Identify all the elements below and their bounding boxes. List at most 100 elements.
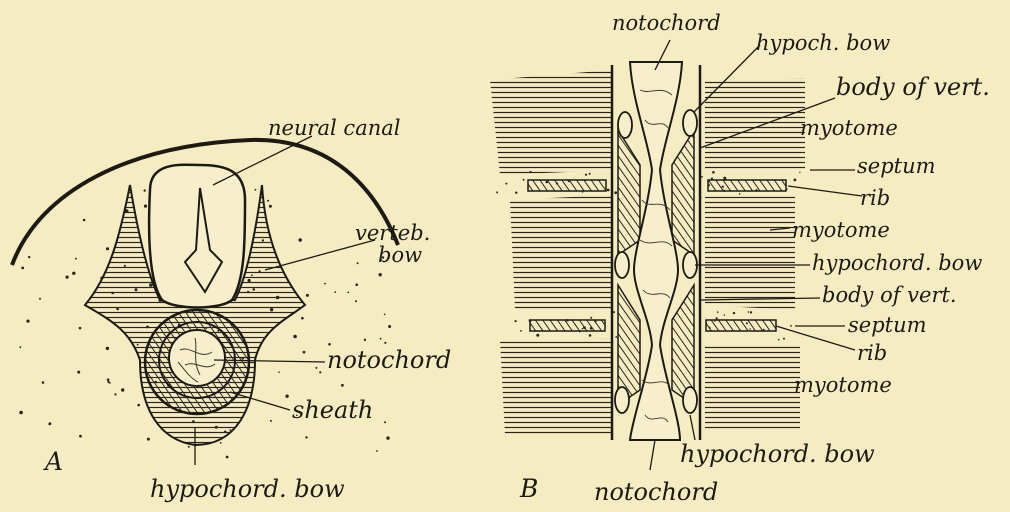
stipple-dot [714,320,716,322]
stipple-dot [324,283,326,285]
stipple-dot [293,335,297,339]
stipple-dot [379,273,382,276]
stipple-dot [270,420,272,422]
stipple-dot [520,330,522,332]
stipple-dot [716,317,718,319]
stipple-dot [267,200,269,202]
label-septum-2: septum [848,313,927,337]
stipple-dot [79,435,82,438]
label-hypochord-bow-right: hypochord. bow [812,251,982,275]
stipple-dot [220,442,222,444]
stipple-dot [255,189,257,191]
stipple-dot [496,191,498,193]
stipple-dot [26,320,29,323]
stipple-dot [722,186,724,188]
panel-letter-b: B [519,474,538,503]
stipple-dot [301,317,304,320]
stipple-dot [269,205,272,208]
stipple-dot [147,438,150,441]
stipple-dot [712,171,715,174]
stipple-dot [755,189,758,192]
stipple-dot [285,395,288,398]
stipple-dot [790,325,792,327]
stipple-dot [347,292,349,294]
label-rib-1: rib [860,186,890,210]
label-rib-2: rib [857,341,887,365]
stipple-dot [364,339,366,341]
stipple-dot [137,404,140,407]
label-hypoch-bow: hypoch. bow [756,31,890,55]
stipple-dot [334,291,336,293]
stipple-dot [114,393,116,395]
label-verteb: verteb. [355,221,430,245]
stipple-dot [319,371,321,373]
stipple-dot [357,262,359,264]
stipple-dot [568,180,570,182]
stipple-dot [709,327,711,329]
stipple-dot [783,338,785,340]
stipple-dot [778,339,780,341]
label-body-of-vert-2: body of vert. [822,283,957,307]
stipple-dot [315,367,317,369]
stipple-dot [226,456,229,459]
stipple-dot [523,179,525,181]
stipple-dot [589,173,591,175]
label-myotome-2: myotome [792,218,890,242]
label-myotome-1: myotome [800,116,898,140]
stipple-dot [19,411,23,415]
stipple-dot [121,388,124,391]
stipple-dot [566,319,569,322]
label-notochord-a: notochord [327,346,451,374]
stipple-dot [106,247,109,250]
stipple-dot [384,314,386,316]
stipple-dot [590,317,592,319]
label-body-of-vert-1: body of vert. [836,73,990,101]
stipple-dot [546,181,549,184]
stipple-dot [298,238,302,242]
stipple-dot [66,276,69,279]
stipple-dot [794,179,797,182]
label-sheath: sheath [292,396,373,424]
label-notochord-top: notochord [612,11,721,35]
stipple-dot [144,189,146,191]
stipple-dot [699,196,701,198]
stipple-dot [384,421,386,423]
stipple-dot [739,193,741,195]
notochord-core-a [169,330,225,386]
stipple-dot [380,338,382,340]
stipple-dot [607,189,610,192]
stipple-dot [21,267,24,270]
stipple-dot [107,378,110,381]
stipple-dot [749,328,751,330]
stipple-dot [48,423,50,425]
label-hypochord-bow-a: hypochord. bow [150,475,345,503]
stipple-dot [585,174,587,176]
stipple-dot [355,283,358,286]
stipple-dot [106,347,109,350]
stipple-dot [614,191,617,194]
stipple-dot [724,314,726,316]
stipple-dot [595,321,597,323]
stipple-dot [579,331,580,332]
stipple-dot [529,319,532,322]
stipple-dot [750,311,752,313]
stipple-dot [72,272,75,275]
stipple-dot [39,298,41,300]
stipple-dot [556,182,558,184]
stipple-dot [529,171,531,173]
panel-b: notochord hypoch. bow body of vert. myot… [490,11,990,506]
stipple-dot [763,329,765,331]
stipple-dot [79,327,82,330]
stipple-dot [711,178,713,180]
stipple-dot [278,371,280,373]
stipple-dot [303,351,306,354]
label-myotome-3: myotome [794,373,892,397]
label-notochord-bottom: notochord [594,478,718,506]
panel-letter-a: A [43,447,63,476]
stipple-dot [384,342,386,344]
stipple-dot [733,312,735,314]
label-hypochord-bow-bottom: hypochord. bow [680,440,875,468]
stipple-dot [748,311,750,313]
